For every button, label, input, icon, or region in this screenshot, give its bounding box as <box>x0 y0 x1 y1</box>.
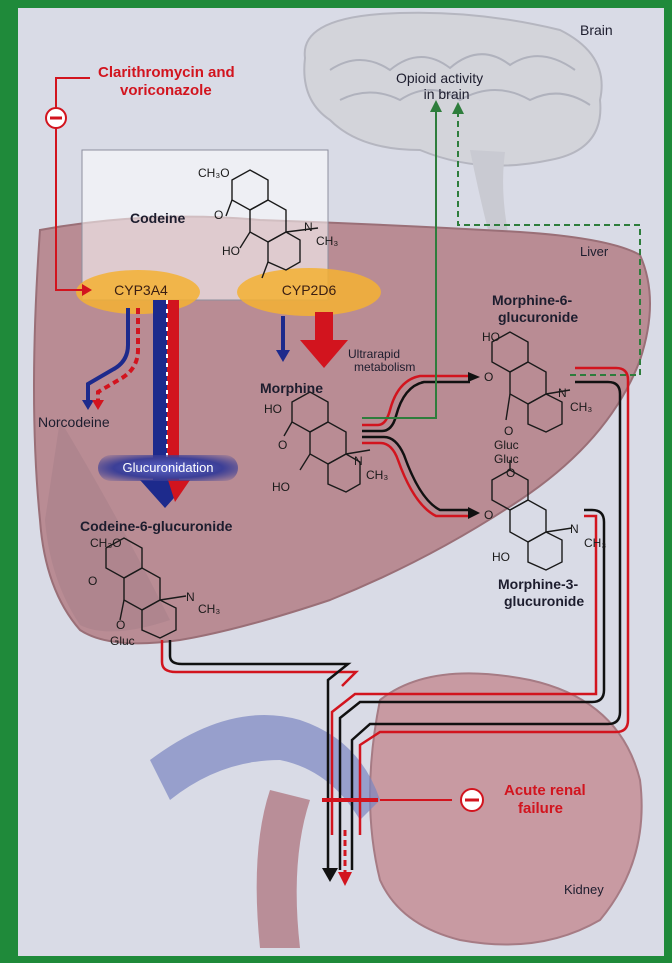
liver-label: Liver <box>580 244 608 260</box>
m3g-line2: glucuronide <box>498 593 584 610</box>
m3g-ch3: CH₃ <box>584 536 606 550</box>
arrowhead-renal-red <box>338 872 352 886</box>
norcodeine-label: Norcodeine <box>38 414 110 430</box>
m3g-o-link: O <box>506 466 515 480</box>
m3g-gluc: Gluc <box>494 452 519 466</box>
ultrarapid-label: Ultrarapid metabolism <box>348 348 415 374</box>
arrowhead-renal-black <box>322 868 338 882</box>
inhibitor-line1: Clarithromycin and <box>98 64 235 82</box>
codeine-h3co: CH₃O <box>198 166 230 180</box>
morphine-n: N <box>354 454 363 468</box>
opioid-activity-line2: in brain <box>396 86 483 102</box>
c6g-o: O <box>88 574 97 588</box>
m6g-o: O <box>484 370 493 384</box>
renal-line2: failure <box>504 800 586 818</box>
m6g-o-link: O <box>504 424 513 438</box>
codeine-label: Codeine <box>130 210 185 226</box>
cyp3a4-label: CYP3A4 <box>106 282 176 298</box>
codeine-ho: HO <box>222 244 240 258</box>
m3g-o: O <box>484 508 493 522</box>
glucuronidation-label: Glucuronidation <box>98 455 238 481</box>
m3g-ho: HO <box>492 550 510 564</box>
morphine-o: O <box>278 438 287 452</box>
m6g-line1: Morphine-6- <box>492 292 578 309</box>
opioid-activity-label: Opioid activity in brain <box>396 70 483 102</box>
c6g-ch3: CH₃ <box>198 602 220 616</box>
brainstem <box>470 150 508 232</box>
m6g-ch3: CH₃ <box>570 400 592 414</box>
m6g-line2: glucuronide <box>492 309 578 326</box>
c6g-label: Codeine-6-glucuronide <box>80 518 232 534</box>
morphine-label: Morphine <box>260 380 323 396</box>
inhibitor-label: Clarithromycin and voriconazole <box>98 64 235 100</box>
c6g-o-link: O <box>116 618 125 632</box>
opioid-activity-line1: Opioid activity <box>396 70 483 86</box>
m6g-n: N <box>558 386 567 400</box>
codeine-ch3: CH₃ <box>316 234 338 248</box>
ureter <box>257 790 310 948</box>
c6g-h3co: CH₃O <box>90 536 122 550</box>
arrow-cyp2d6-red <box>315 312 333 342</box>
codeine-o: O <box>214 208 223 222</box>
morphine-ho-top: HO <box>264 402 282 416</box>
m6g-label: Morphine-6- glucuronide <box>492 292 578 326</box>
renal-line1: Acute renal <box>504 782 586 800</box>
renal-failure-label: Acute renal failure <box>504 782 586 818</box>
cyp2d6-label: CYP2D6 <box>274 282 344 298</box>
morphine-ho-bottom: HO <box>272 480 290 494</box>
figure-panel: Brain Opioid activity in brain Clarithro… <box>18 8 664 956</box>
morphine-ch3: CH₃ <box>366 468 388 482</box>
c6g-n: N <box>186 590 195 604</box>
m6g-gluc: Gluc <box>494 438 519 452</box>
brain-label: Brain <box>580 22 613 38</box>
ultrarapid-line2: metabolism <box>348 361 415 374</box>
m6g-ho: HO <box>482 330 500 344</box>
c6g-gluc: Gluc <box>110 634 135 648</box>
kidney-label: Kidney <box>564 882 604 898</box>
m3g-n: N <box>570 522 579 536</box>
m3g-line1: Morphine-3- <box>498 576 584 593</box>
renal-vessels <box>150 715 380 820</box>
m3g-label: Morphine-3- glucuronide <box>498 576 584 610</box>
inhibitor-line2: voriconazole <box>98 82 235 100</box>
codeine-n: N <box>304 220 313 234</box>
